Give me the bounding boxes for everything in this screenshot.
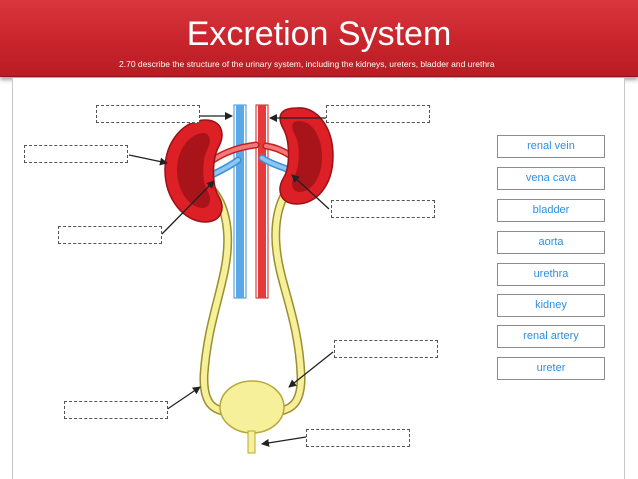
word-card-urethra[interactable]: urethra — [497, 263, 605, 286]
title-banner: Excretion System 2.70 describe the struc… — [0, 0, 638, 77]
arrow-ureter — [165, 386, 201, 411]
vena-cava — [233, 104, 247, 299]
ureters — [199, 180, 306, 417]
word-card-renal-artery[interactable]: renal artery — [497, 325, 605, 348]
bladder — [219, 380, 285, 434]
answer-blank-3[interactable] — [24, 145, 128, 163]
kidney-left — [164, 119, 223, 223]
arrow-renal-vein — [161, 180, 215, 235]
answer-blank-2[interactable] — [326, 105, 430, 123]
word-card-renal-vein[interactable]: renal vein — [497, 135, 605, 158]
arrow-bladder — [288, 351, 334, 388]
arrow-urethra — [261, 436, 307, 447]
answer-blank-1[interactable] — [96, 105, 200, 123]
arrow-left-kidney — [128, 154, 168, 166]
renal-veins — [208, 154, 294, 179]
learning-objective: 2.70 describe the structure of the urina… — [119, 59, 495, 69]
page-title: Excretion System — [186, 15, 452, 53]
word-card-bladder[interactable]: bladder — [497, 199, 605, 222]
aorta — [255, 104, 269, 299]
arrow-renal-artery — [291, 174, 330, 210]
word-card-kidney[interactable]: kidney — [497, 294, 605, 317]
answer-blank-5[interactable] — [58, 226, 162, 244]
word-card-ureter[interactable]: ureter — [497, 357, 605, 380]
renal-arteries — [209, 141, 295, 164]
answer-blank-8[interactable] — [306, 429, 410, 447]
answer-blank-7[interactable] — [64, 401, 168, 419]
answer-blank-6[interactable] — [334, 340, 438, 358]
word-card-vena-cava[interactable]: vena cava — [497, 167, 605, 190]
answer-blank-4[interactable] — [331, 200, 435, 218]
label-arrows — [128, 112, 334, 447]
urethra — [247, 430, 256, 454]
word-card-aorta[interactable]: aorta — [497, 231, 605, 254]
